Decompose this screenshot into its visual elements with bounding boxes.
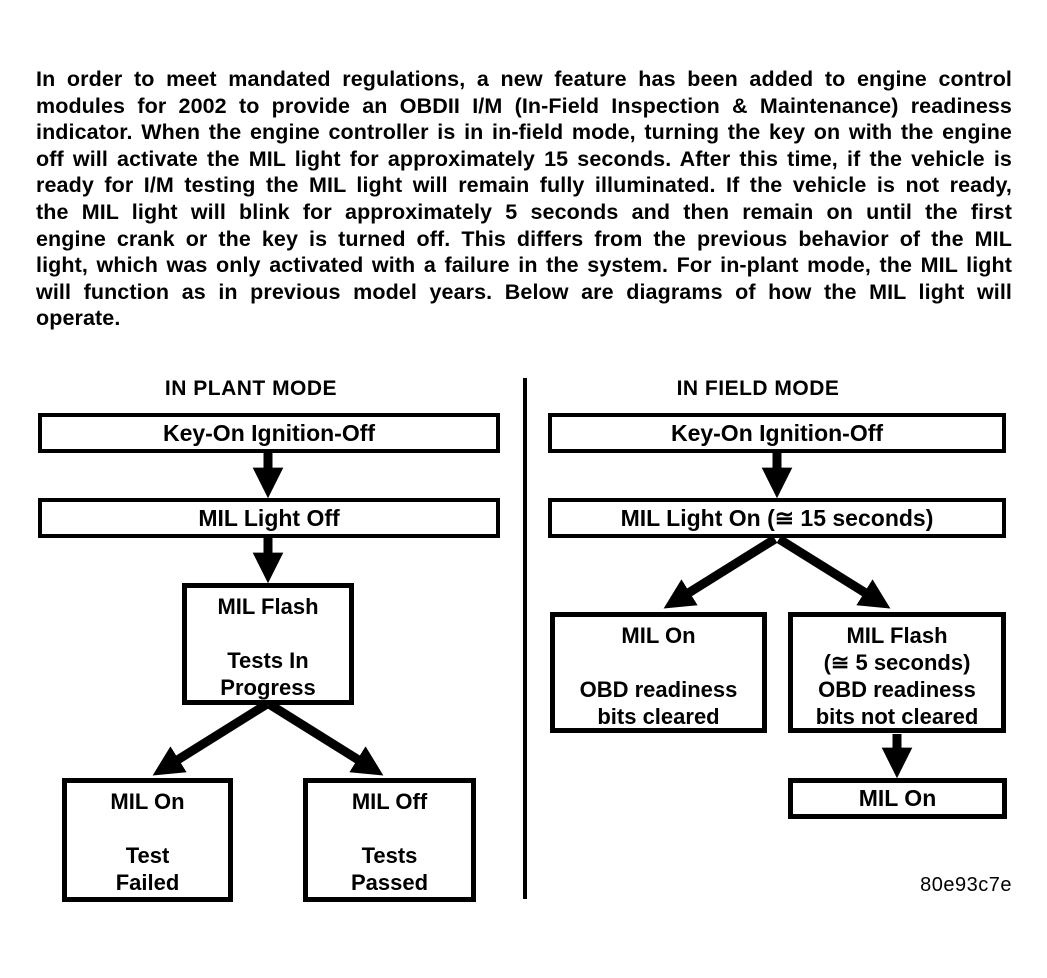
plant-box-mil-light-off: MIL Light Off <box>38 498 500 538</box>
field-box-key-on-ignition-off: Key-On Ignition-Off <box>548 413 1006 453</box>
arrow-plant-milflash-to-testfailed <box>152 700 270 776</box>
plant-mode-title: IN PLANT MODE <box>164 377 338 400</box>
plant-box-mil-off-tests-passed: MIL Off Tests Passed <box>303 778 476 902</box>
arrow-field-millighton-to-bitscleared <box>663 535 778 609</box>
figure-code: 80e93c7e <box>920 874 1012 896</box>
field-box-mil-on-final: MIL On <box>788 778 1007 819</box>
field-box-mil-flash-obd-bits-not-cleared: MIL Flash (≅ 5 seconds) OBD readiness bi… <box>788 612 1006 733</box>
plant-box-mil-flash-tests-in-progress: MIL Flash Tests In Progress <box>182 583 354 705</box>
plant-box-mil-on-test-failed: MIL On Test Failed <box>62 778 233 902</box>
chart-divider-line <box>523 378 527 899</box>
arrow-plant-milflash-to-testspassed <box>266 700 384 776</box>
field-box-mil-light-on-15-seconds: MIL Light On (≅ 15 seconds) <box>548 498 1006 538</box>
plant-box-key-on-ignition-off: Key-On Ignition-Off <box>38 413 500 453</box>
arrow-field-millighton-to-bitsnotcleared <box>776 535 891 609</box>
field-box-mil-on-obd-bits-cleared: MIL On OBD readiness bits cleared <box>550 612 767 733</box>
field-mode-title: IN FIELD MODE <box>676 377 840 400</box>
intro-paragraph: In order to meet mandated regulations, a… <box>36 67 1012 331</box>
